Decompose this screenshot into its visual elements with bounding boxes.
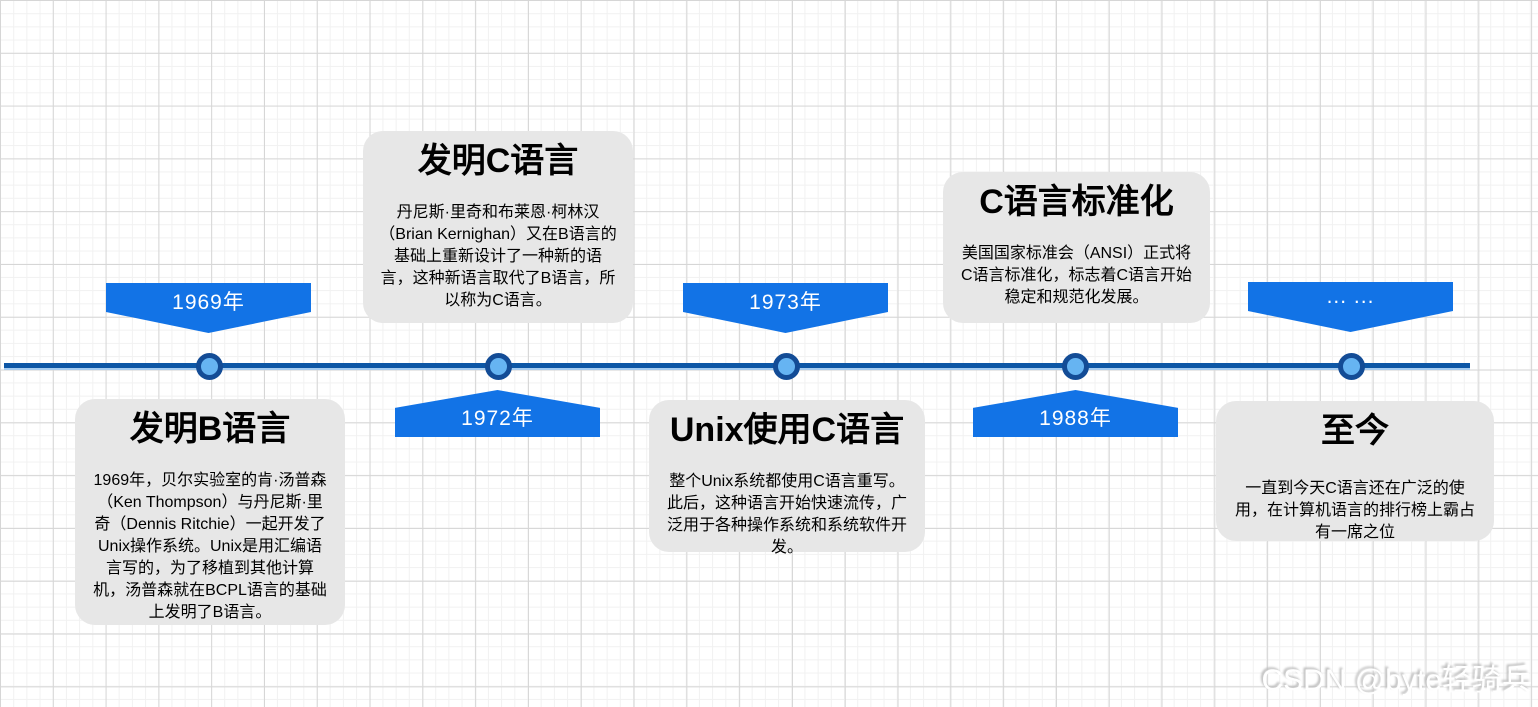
csdn-watermark: CSDN @byte轻骑兵 bbox=[1261, 664, 1533, 697]
event-card-invent-c-language: 发明C语言 丹尼斯·里奇和布莱恩·柯林汉（Brian Kernighan）又在B… bbox=[363, 131, 633, 323]
timeline-node-1972 bbox=[485, 353, 512, 380]
event-card-body: 美国国家标准会（ANSI）正式将C语言标准化，标志着C语言开始稳定和规范化发展。 bbox=[960, 244, 1193, 306]
event-card-title: 发明C语言 bbox=[417, 142, 579, 180]
event-card-invent-b-language: 发明B语言 1969年，贝尔实验室的肯·汤普森（Ken Thompson）与丹尼… bbox=[75, 399, 345, 625]
timeline-node-1988 bbox=[1062, 353, 1089, 380]
year-flag-label: 1988年 bbox=[1039, 407, 1112, 430]
event-card-c-standardization: C语言标准化 美国国家标准会（ANSI）正式将C语言标准化，标志着C语言开始稳定… bbox=[943, 172, 1210, 323]
year-flag-1969: 1969年 bbox=[106, 283, 311, 333]
event-card-title: C语言标准化 bbox=[979, 183, 1174, 221]
year-flag-1973: 1973年 bbox=[683, 283, 888, 333]
year-flag-label: ... ... bbox=[1326, 285, 1375, 308]
timeline-node-present bbox=[1338, 353, 1365, 380]
event-card-unix-uses-c: Unix使用C语言 整个Unix系统都使用C语言重写。此后，这种语言开始快速流传… bbox=[649, 400, 925, 556]
timeline-node-1973 bbox=[773, 353, 800, 380]
year-flag-label: 1973年 bbox=[749, 291, 822, 314]
year-flag-label: 1969年 bbox=[172, 291, 245, 314]
event-card-body: 整个Unix系统都使用C语言重写。此后，这种语言开始快速流传，广泛用于各种操作系… bbox=[666, 472, 907, 556]
event-card-present-day: 至今 一直到今天C语言还在广泛的使用，在计算机语言的排行榜上霸占有一席之位 bbox=[1216, 401, 1494, 541]
event-card-title: 发明B语言 bbox=[129, 410, 291, 448]
timeline-axis bbox=[4, 363, 1470, 370]
event-card-body: 丹尼斯·里奇和布莱恩·柯林汉（Brian Kernighan）又在B语言的基础上… bbox=[379, 203, 617, 309]
event-card-body: 一直到今天C语言还在广泛的使用，在计算机语言的排行榜上霸占有一席之位 bbox=[1234, 479, 1475, 541]
timeline-node-1969 bbox=[196, 353, 223, 380]
event-card-title: Unix使用C语言 bbox=[669, 411, 905, 449]
event-card-title: 至今 bbox=[1321, 412, 1389, 450]
year-flag-ellipsis: ... ... bbox=[1248, 282, 1453, 332]
year-flag-1988: 1988年 bbox=[973, 390, 1178, 437]
year-flag-label: 1972年 bbox=[461, 407, 534, 430]
year-flag-1972: 1972年 bbox=[395, 390, 600, 437]
event-card-body: 1969年，贝尔实验室的肯·汤普森（Ken Thompson）与丹尼斯·里奇（D… bbox=[93, 471, 327, 621]
